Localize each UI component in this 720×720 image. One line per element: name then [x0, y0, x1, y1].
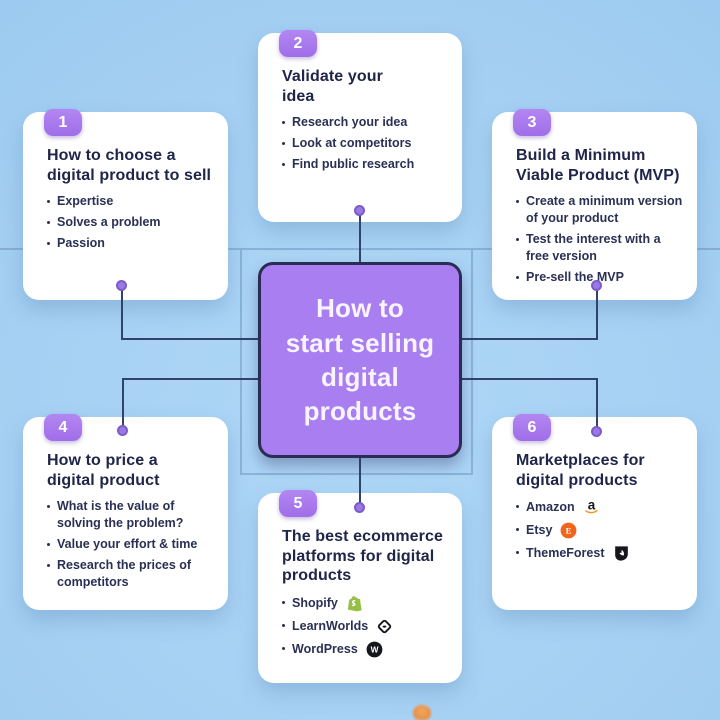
- etsy-icon: E: [560, 522, 577, 539]
- bullet-item: Expertise: [47, 193, 214, 210]
- bullet-list: Research your idea Look at competitors F…: [282, 114, 448, 173]
- card-3-number-badge: 3: [513, 109, 551, 136]
- card-5-number-badge: 5: [279, 490, 317, 517]
- themeforest-icon: [614, 546, 628, 561]
- bullet-marker: [282, 162, 285, 166]
- wordpress-icon: W: [366, 641, 383, 657]
- connector-card4-vertical: [122, 378, 124, 431]
- bullet-marker: [282, 141, 285, 145]
- bullet-item: Research your idea: [282, 114, 448, 131]
- card-validate-idea: 2 Validate your idea Research your idea …: [258, 30, 462, 222]
- card-2-number-badge: 2: [279, 30, 317, 57]
- bullet-item: Look at competitors: [282, 135, 448, 152]
- bullet-item: Test the interest with a free version: [516, 231, 683, 265]
- bullet-list: Shopify LearnWorlds WordPress W: [282, 594, 448, 659]
- bullet-item: Research the prices of competitors: [47, 557, 214, 591]
- bullet-item: Etsy E: [516, 521, 683, 540]
- bullet-item: ThemeForest: [516, 544, 683, 563]
- bullet-list: What is the value of solving the problem…: [47, 498, 214, 590]
- connector-card6-horizontal: [459, 378, 598, 380]
- card-choose-product: 1 How to choose a digital product to sel…: [23, 109, 228, 300]
- card-title: Validate your idea: [282, 68, 383, 105]
- bullet-marker: [47, 505, 50, 509]
- center-title: How to start selling digital products: [285, 293, 435, 427]
- card-title: The best ecommerce platforms for digital…: [282, 528, 443, 585]
- connector-card1-horizontal: [121, 338, 261, 340]
- svg-text:W: W: [370, 644, 378, 654]
- bullet-marker: [516, 551, 519, 555]
- learnworlds-icon: [378, 619, 392, 633]
- connector-card6-vertical: [596, 378, 598, 432]
- bullet-list: Create a minimum version of your product…: [516, 193, 683, 285]
- bullet-item: Amazon a: [516, 498, 683, 517]
- connector-dot-card5: [354, 502, 365, 513]
- connector-card4-horizontal: [122, 378, 261, 380]
- bullet-marker: [516, 505, 519, 509]
- connector-dot-card3: [591, 280, 602, 291]
- connector-card3-horizontal: [459, 338, 598, 340]
- bullet-item: Solves a problem: [47, 214, 214, 231]
- bullet-marker: [47, 200, 50, 204]
- bullet-marker: [516, 528, 519, 532]
- connector-card3-vertical: [596, 286, 598, 340]
- connector-dot-card1: [116, 280, 127, 291]
- bullet-marker: [47, 563, 50, 567]
- bullet-marker: [47, 241, 50, 245]
- connector-bottom-vertical: [359, 458, 361, 508]
- bullet-item: Value your effort & time: [47, 536, 214, 553]
- card-title: Marketplaces for digital products: [516, 452, 645, 489]
- amazon-icon: a: [584, 498, 598, 514]
- bullet-marker: [47, 220, 50, 224]
- card-4-number-badge: 4: [44, 414, 82, 441]
- connector-dot-card4: [117, 425, 128, 436]
- bullet-marker: [516, 237, 519, 241]
- bullet-marker: [282, 646, 285, 650]
- center-title-box: How to start selling digital products: [258, 262, 462, 458]
- shopify-icon: [347, 595, 362, 611]
- bullet-item: WordPress W: [282, 640, 448, 659]
- bullet-item: Shopify: [282, 594, 448, 613]
- connector-dot-card6: [591, 426, 602, 437]
- card-build-mvp: 3 Build a Minimum Viable Product (MVP) C…: [492, 109, 697, 300]
- connector-dot-card2: [354, 205, 365, 216]
- bullet-marker: [282, 121, 285, 125]
- connector-card1-vertical: [121, 286, 123, 340]
- bullet-item: LearnWorlds: [282, 617, 448, 636]
- ghost-frame: [240, 248, 473, 475]
- bullet-list: Expertise Solves a problem Passion: [47, 193, 214, 252]
- card-1-number-badge: 1: [44, 109, 82, 136]
- card-price-product: 4 How to price a digital product What is…: [23, 414, 228, 610]
- card-marketplaces: 6 Marketplaces for digital products Amaz…: [492, 414, 697, 610]
- bullet-marker: [47, 542, 50, 546]
- cropped-logo-mark: [413, 705, 431, 720]
- bullet-marker: [282, 600, 285, 604]
- svg-text:a: a: [587, 498, 595, 512]
- bullet-list: Amazon a Etsy E ThemeForest: [516, 498, 683, 563]
- card-ecommerce-platforms: 5 The best ecommerce platforms for digit…: [258, 490, 462, 683]
- bullet-marker: [282, 623, 285, 627]
- card-title: How to price a digital product: [47, 452, 160, 489]
- bullet-item: Create a minimum version of your product: [516, 193, 683, 227]
- card-title: How to choose a digital product to sell: [47, 147, 212, 184]
- connector-top-vertical: [359, 211, 361, 262]
- bullet-marker: [516, 200, 519, 204]
- bullet-item: What is the value of solving the problem…: [47, 498, 214, 532]
- svg-text:E: E: [566, 526, 572, 536]
- card-title: Build a Minimum Viable Product (MVP): [516, 147, 680, 184]
- card-6-number-badge: 6: [513, 414, 551, 441]
- bullet-marker: [516, 275, 519, 279]
- bullet-item: Find public research: [282, 156, 448, 173]
- bullet-item: Passion: [47, 235, 214, 252]
